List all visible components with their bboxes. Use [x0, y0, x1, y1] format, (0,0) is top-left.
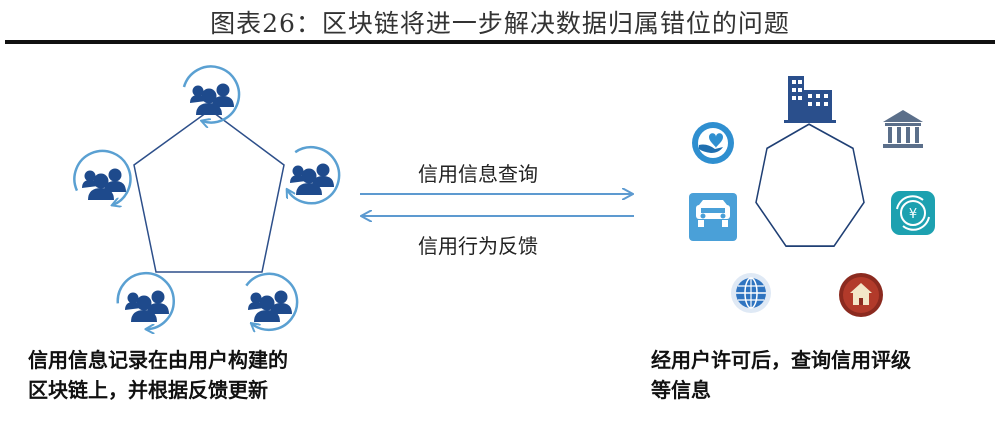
- users-icon: [248, 290, 292, 322]
- query-arrow-label: 信用信息查询: [418, 162, 538, 186]
- users-icon: [190, 83, 234, 115]
- office-building-icon: [784, 76, 836, 123]
- user-node-left: [73, 149, 132, 218]
- title-rule: [5, 40, 995, 44]
- currency-exchange-icon: ¥: [891, 191, 935, 235]
- feedback-arrow-label: 信用行为反馈: [418, 234, 538, 258]
- user-node-top: [182, 65, 241, 122]
- users-icon: [125, 290, 169, 322]
- globe-icon: [731, 273, 771, 313]
- users-icon: [290, 163, 334, 195]
- user-node-right: [272, 145, 341, 205]
- institution-heptagon: [755, 123, 865, 247]
- right-caption: 经用户许可后，查询信用评级 等信息: [651, 348, 911, 402]
- blockchain-pentagon: [133, 109, 285, 273]
- hand-heart-icon: [692, 122, 734, 164]
- svg-text:¥: ¥: [909, 207, 917, 222]
- bank-building-icon: [883, 110, 923, 148]
- user-node-bottom-left: [116, 271, 175, 336]
- figure-title: 图表26：区块链将进一步解决数据归属错位的问题: [210, 9, 790, 38]
- left-caption: 信用信息记录在由用户构建的 区块链上，并根据反馈更新: [28, 348, 288, 402]
- car-icon: [689, 193, 737, 241]
- home-icon: [839, 273, 883, 317]
- users-icon: [82, 168, 126, 200]
- user-node-bottom-right: [245, 272, 299, 337]
